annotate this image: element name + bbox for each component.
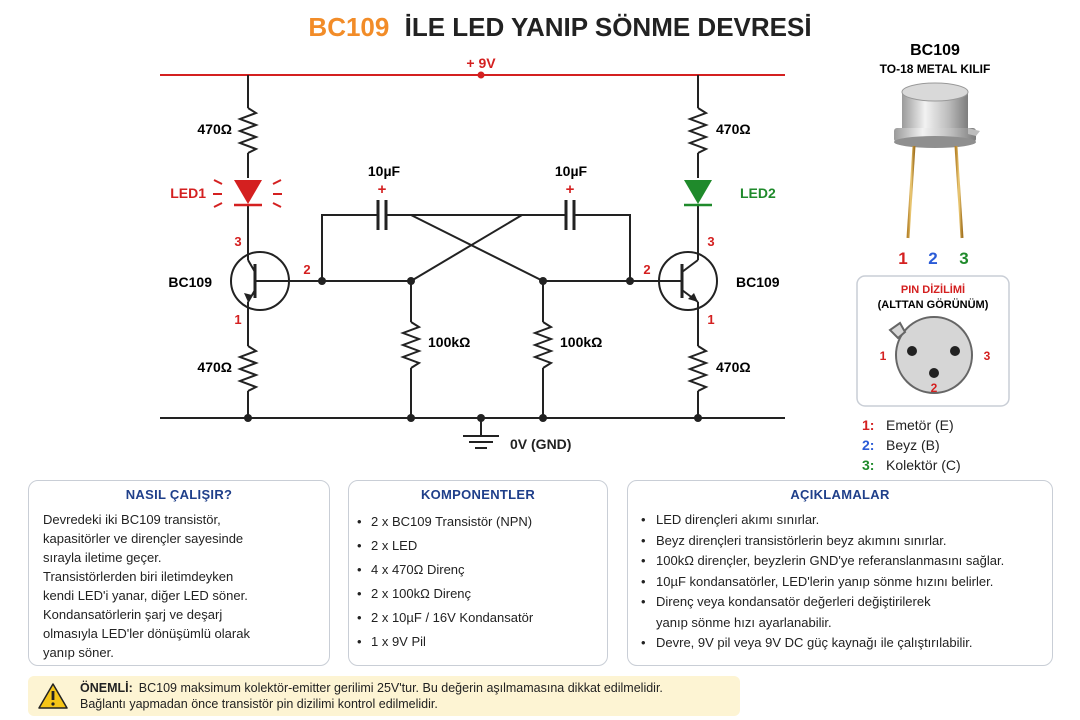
leg-number-1: 1 (898, 249, 907, 268)
c-left-plus: + (378, 181, 387, 198)
list-item: 2 x LED (357, 534, 607, 558)
capacitor-right-icon (564, 200, 576, 230)
left-branch-wires (237, 75, 259, 418)
warning-icon (38, 683, 68, 709)
title-part1: BC109 (308, 12, 389, 42)
list-item: Devre, 9V pil veya 9V DC güç kaynağı ile… (641, 633, 1052, 654)
r-left-top-label: 470Ω (197, 121, 232, 137)
gnd-label: 0V (GND) (510, 436, 571, 452)
list-item: LED dirençleri akımı sınırlar. (641, 510, 1052, 531)
to18-package-icon (894, 82, 980, 239)
leg-number-3: 3 (959, 249, 968, 268)
package-subtitle: TO-18 METAL KILIF (880, 62, 991, 76)
list-item: 2 x 100kΩ Direnç (357, 582, 607, 606)
q1-label: BC109 (168, 274, 212, 290)
q2-pin-e: 1 (707, 312, 714, 327)
q2-pin-c: 3 (707, 234, 714, 249)
pinout-pin-2: 2 (931, 381, 938, 395)
c-left-label: 10µF (368, 163, 401, 179)
r-mid-left-label: 100kΩ (428, 334, 470, 350)
pinout-pin-1: 1 (880, 349, 887, 363)
note-line2: Bağlantı yapmadan önce transistör pin di… (80, 697, 438, 711)
package-title: BC109 (910, 42, 960, 59)
led1-label: LED1 (170, 185, 206, 201)
how-it-works-panel: NASIL ÇALIŞIR? Devredeki iki BC109 trans… (28, 480, 330, 666)
how-it-works-title: NASIL ÇALIŞIR? (125, 487, 233, 502)
led1-icon (213, 179, 282, 208)
q1-pin-b: 2 (303, 262, 310, 277)
vcc-junction (477, 71, 485, 79)
list-item: 2 x BC109 Transistör (NPN) (357, 510, 607, 534)
q2-pin-b: 2 (643, 262, 650, 277)
capacitor-left-icon (376, 200, 388, 230)
page-title: BC109 İLE LED YANIP SÖNME DEVRESİ (308, 12, 811, 42)
q1-transistor-icon (230, 251, 322, 311)
right-branch-wires (687, 75, 709, 418)
led2-label: LED2 (740, 185, 776, 201)
cross-coupling-wires (321, 214, 631, 418)
pinout-pin-3: 3 (984, 349, 991, 363)
q2-transistor-icon (630, 251, 718, 311)
q1-emitter-arrow-icon (244, 293, 252, 302)
r-right-top-label: 470Ω (716, 121, 751, 137)
leg-number-2: 2 (928, 249, 937, 268)
r-mid-right-label: 100kΩ (560, 334, 602, 350)
explanations-list: LED dirençleri akımı sınırlar. Beyz dire… (628, 510, 1052, 654)
components-title: KOMPONENTLER (420, 487, 536, 502)
note-line1: BC109 maksimum kolektör-emitter gerilimi… (138, 681, 663, 695)
legend-name-2: Beyz (B) (886, 437, 940, 453)
list-item: 2 x 10µF / 16V Kondansatör (357, 606, 607, 630)
list-item: 4 x 470Ω Direnç (357, 558, 607, 582)
list-item: 1 x 9V Pil (357, 630, 607, 654)
q2-emitter-arrow-icon (688, 293, 698, 302)
led2-icon (684, 180, 712, 207)
q1-pin-c: 3 (234, 234, 241, 249)
c-right-plus: + (566, 181, 575, 198)
r-left-bottom-label: 470Ω (197, 359, 232, 375)
q2-label: BC109 (736, 274, 780, 290)
legend-name-1: Emetör (E) (886, 417, 954, 433)
components-panel: KOMPONENTLER 2 x BC109 Transistör (NPN) … (348, 480, 608, 666)
vcc-label: + 9V (466, 55, 496, 71)
list-item: Direnç veya kondansatör değerleri değişt… (641, 592, 1052, 633)
components-list: 2 x BC109 Transistör (NPN) 2 x LED 4 x 4… (349, 510, 607, 654)
note-label: ÖNEMLİ: (80, 681, 133, 695)
important-note: ÖNEMLİ: BC109 maksimum kolektör-emitter g… (28, 676, 740, 716)
legend-name-3: Kolektör (C) (886, 457, 961, 473)
legend-num-2: 2: (862, 437, 874, 453)
ground-symbol (463, 418, 499, 449)
legend-num-1: 1: (862, 417, 874, 433)
list-item: 10µF kondansatörler, LED'lerin yanıp sön… (641, 572, 1052, 593)
pinout-subtitle: (ALTTAN GÖRÜNÜM) (878, 298, 989, 311)
junction-dots (244, 277, 702, 422)
pinout-bottom-view-icon (888, 316, 973, 394)
circuit-diagram: BC109 İLE LED YANIP SÖNME DEVRESİ + 9V 0… (160, 12, 1010, 473)
legend-num-3: 3: (862, 457, 874, 473)
r-right-bottom-label: 470Ω (716, 359, 751, 375)
explanations-panel: AÇIKLAMALAR LED dirençleri akımı sınırla… (627, 480, 1053, 666)
c-right-label: 10µF (555, 163, 588, 179)
title-part2: İLE LED YANIP SÖNME DEVRESİ (405, 12, 812, 42)
list-item: 100kΩ dirençler, beyzlerin GND'ye refera… (641, 551, 1052, 572)
explanations-title: AÇIKLAMALAR (790, 487, 890, 502)
how-it-works-text: Devredeki iki BC109 transistör, kapasitö… (43, 512, 250, 660)
list-item: Beyz dirençleri transistörlerin beyz akı… (641, 531, 1052, 552)
pinout-title: PIN DİZİLİMİ (901, 283, 965, 296)
q1-pin-e: 1 (234, 312, 241, 327)
